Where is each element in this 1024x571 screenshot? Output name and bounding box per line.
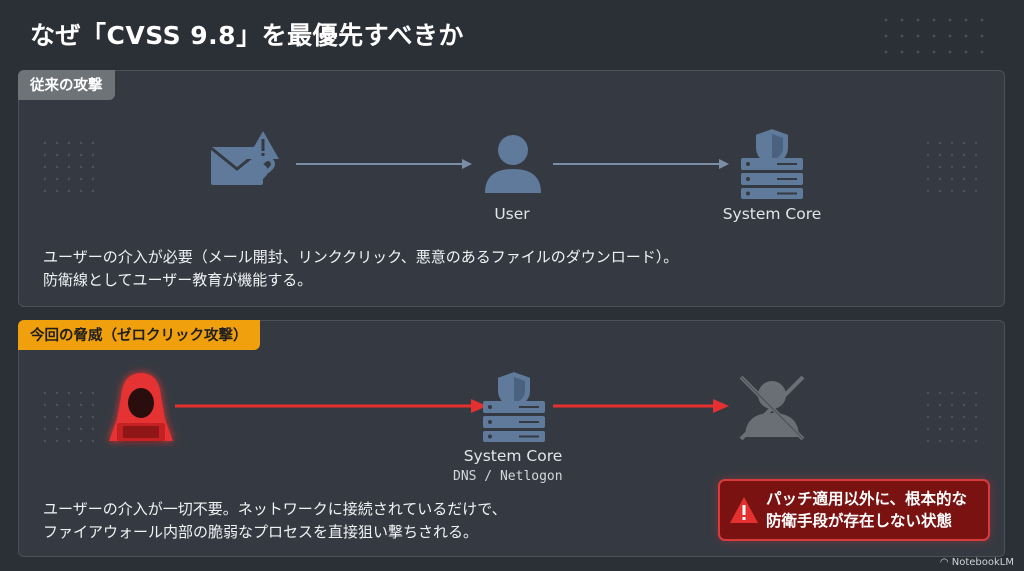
system-core-server-icon (741, 126, 803, 199)
decorative-dot-grid (43, 141, 95, 193)
hacker-icon (109, 373, 173, 441)
warning-text: パッチ適用以外に、根本的な 防衛手段が存在しない状態 (766, 490, 968, 530)
arrow-mail-to-user (296, 159, 472, 169)
warning-icon (730, 497, 758, 523)
arrow-user-to-core (553, 159, 729, 169)
user-icon (485, 135, 541, 193)
system-core-sublabel: DNS / Netlogon (453, 469, 563, 484)
traditional-attack-description: ユーザーの介入が必要（メール開封、リンククリック、悪意のあるファイルのダウンロー… (43, 248, 679, 289)
arrow-attacker-to-core (175, 399, 487, 413)
brand-label: NotebookLM (951, 557, 1014, 568)
system-core-server-icon (483, 369, 545, 442)
traditional-attack-tag: 従来の攻撃 (18, 70, 115, 100)
zero-click-threat-panel: 今回の脅威（ゼロクリック攻撃） (18, 320, 1005, 557)
phishing-mail-icon (210, 131, 279, 185)
zero-click-threat-description: ユーザーの介入が一切不要。ネットワークに接続されているだけで、 ファイアウォール… (43, 500, 507, 541)
traditional-attack-panel: 従来の攻撃 (18, 70, 1005, 307)
warning-callout: パッチ適用以外に、根本的な 防衛手段が存在しない状態 (718, 479, 990, 541)
zero-click-threat-tag: 今回の脅威（ゼロクリック攻撃） (18, 320, 260, 350)
arrow-core-to-user (553, 399, 729, 413)
decorative-dot-grid (884, 18, 984, 54)
notebooklm-logo-icon: ◠ (939, 557, 949, 568)
system-core-label: System Core (463, 447, 563, 465)
decorative-dot-grid (926, 141, 978, 193)
system-core-label: System Core (722, 205, 822, 223)
decorative-dot-grid (926, 391, 978, 443)
crossed-out-user-icon (739, 375, 805, 441)
page-title: なぜ「CVSS 9.8」を最優先すべきか (30, 21, 464, 50)
brand-watermark: ◠ NotebookLM (940, 557, 1014, 568)
decorative-dot-grid (43, 391, 95, 443)
user-label: User (494, 205, 530, 223)
